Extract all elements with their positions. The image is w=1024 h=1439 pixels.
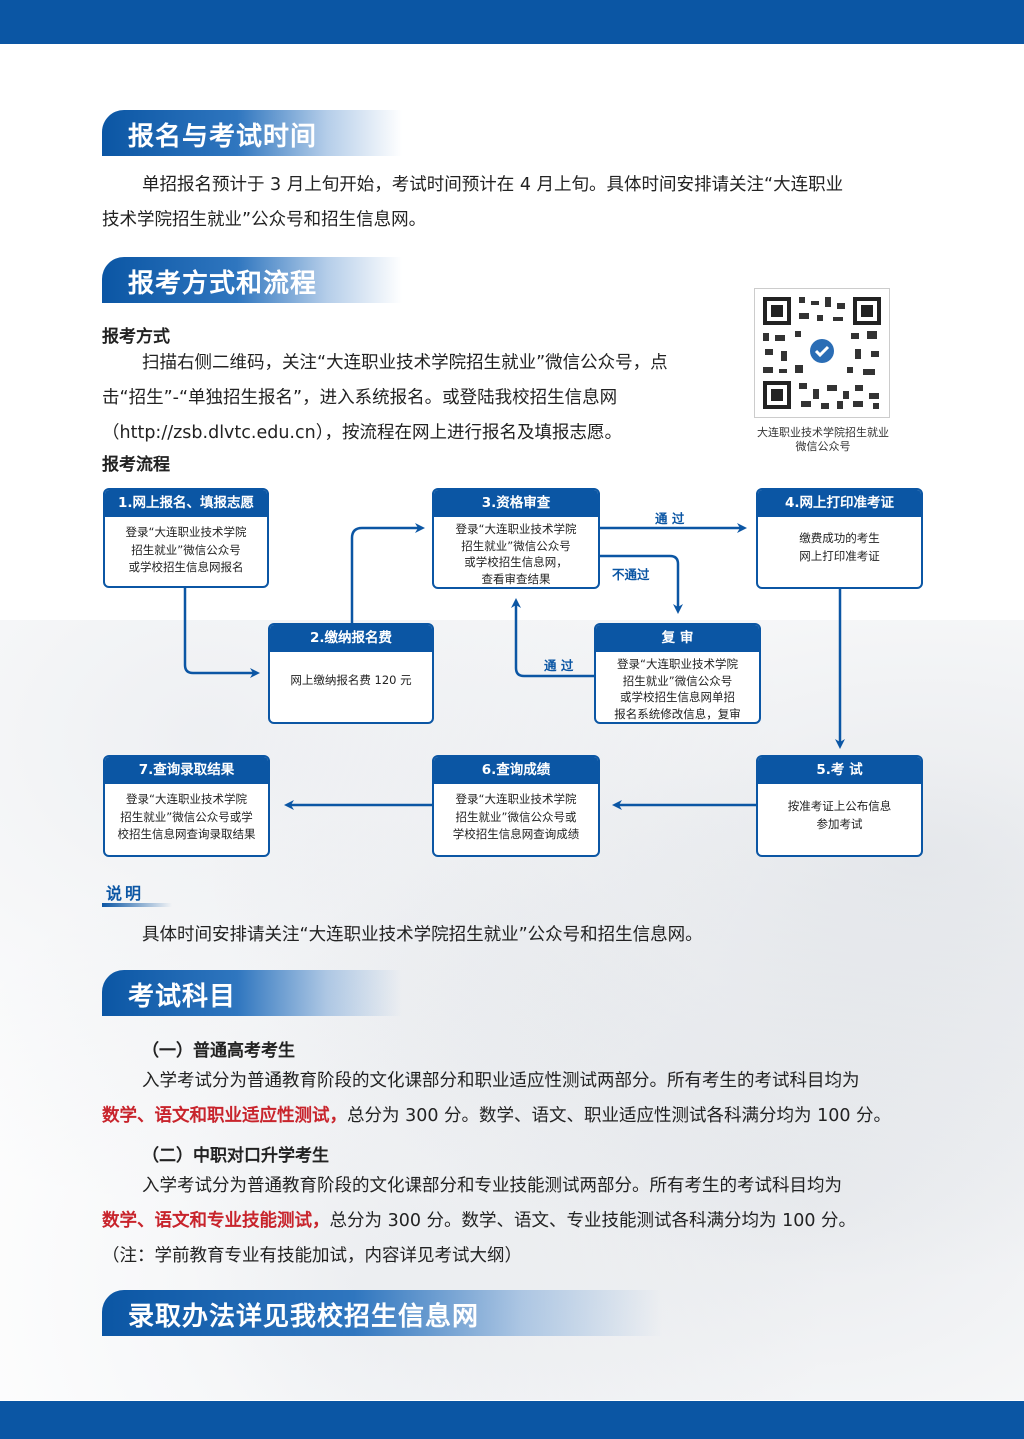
registration-time-paragraph: 单招报名预计于 3 月上旬开始，考试时间预计在 4 月上旬。具体时间安排请关注“…	[102, 175, 844, 230]
qr-code	[754, 288, 890, 418]
section-header-registration-time: 报名与考试时间	[102, 110, 402, 156]
subjects-group-2-text: 入学考试分为普通教育阶段的文化课部分和专业技能测试两部分。所有考生的考试科目均为…	[102, 1176, 857, 1266]
flow-step-5: 5.考 试 按准考证上公布信息 参加考试	[756, 755, 923, 857]
bottom-banner	[0, 1401, 1024, 1439]
subjects-group-1-heading: （一）普通高考考生	[142, 1041, 295, 1061]
label-pass: 通 过	[655, 511, 685, 526]
section-title: 考试科目	[128, 982, 237, 1012]
section-title: 录取办法详见我校招生信息网	[128, 1302, 480, 1332]
subjects-group-1-text: 入学考试分为普通教育阶段的文化课部分和职业适应性测试两部分。所有考生的考试科目均…	[102, 1071, 892, 1126]
flow-step-4: 4.网上打印准考证 缴费成功的考生 网上打印准考证	[756, 488, 923, 589]
flow-step-1: 1.网上报名、填报志愿 登录“大连职业技术学院 招生就业”微信公众号 或学校招生…	[103, 488, 269, 588]
qr-caption: 大连职业技术学院招生就业 微信公众号	[757, 426, 889, 453]
section-title: 报考方式和流程	[128, 269, 318, 299]
flow-step-3: 3.资格审查 登录“大连职业技术学院 招生就业”微信公众号 或学校招生信息网， …	[432, 488, 600, 589]
note-text: 具体时间安排请关注“大连职业技术学院招生就业”公众号和招生信息网。	[142, 925, 703, 945]
process-heading: 报考流程	[102, 455, 170, 475]
note-title: 说明	[106, 884, 145, 903]
method-paragraph: 扫描右侧二维码，关注“大连职业技术学院招生就业”微信公众号，点 击“招生”-“单…	[102, 353, 668, 443]
method-heading: 报考方式	[102, 327, 170, 347]
note-underline	[102, 903, 172, 907]
flow-step-6: 6.查询成绩 登录“大连职业技术学院 招生就业”微信公众号或 学校招生信息网查询…	[432, 755, 600, 857]
label-pass-review: 通 过	[544, 658, 574, 673]
label-fail: 不通过	[612, 567, 650, 582]
section-header-method-process: 报考方式和流程	[102, 257, 402, 303]
section-title: 报名与考试时间	[128, 122, 318, 152]
qr-code-icon	[763, 297, 881, 409]
flow-step-2: 2.缴纳报名费 网上缴纳报名费 120 元	[268, 623, 434, 724]
section-header-admission-method: 录取办法详见我校招生信息网	[102, 1290, 662, 1336]
top-banner	[0, 0, 1024, 44]
subjects-group-2-heading: （二）中职对口升学考生	[142, 1146, 329, 1166]
flow-step-7: 7.查询录取结果 登录“大连职业技术学院 招生就业”微信公众号或学 校招生信息网…	[103, 755, 270, 857]
flow-review: 复 审 登录“大连职业技术学院 招生就业”微信公众号 或学校招生信息网单招 报名…	[594, 623, 761, 724]
section-header-exam-subjects: 考试科目	[102, 970, 402, 1016]
